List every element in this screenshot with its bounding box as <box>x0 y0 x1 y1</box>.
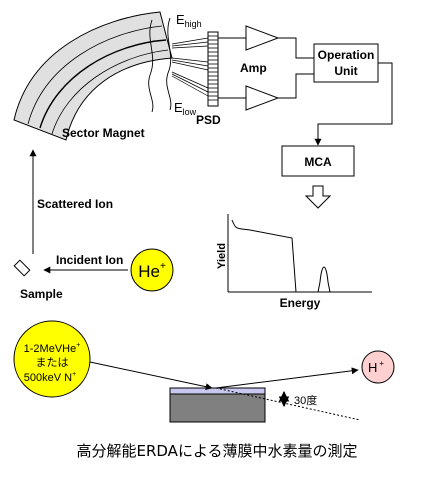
h-ion-circle <box>361 350 395 384</box>
beam-circle <box>13 320 91 398</box>
spectrum-plot: Yield Energy <box>216 214 372 310</box>
sector-magnet-body <box>13 11 173 141</box>
beam-break-lines <box>148 17 172 113</box>
sector-magnet-inner-arc-1 <box>27 25 163 125</box>
amplifiers <box>218 25 314 111</box>
amp-triangle-bottom <box>245 85 280 111</box>
thin-film <box>169 387 266 395</box>
sector-magnet-inner-arc-2 <box>39 39 167 129</box>
substrate <box>169 393 266 423</box>
amp-label: Amp <box>240 61 267 75</box>
beam-label-line3: 500keV N+ <box>24 371 76 384</box>
operation-to-mca-wire <box>314 62 393 146</box>
yield-axis-label: Yield <box>216 243 228 269</box>
beam-label-line2: または <box>36 356 69 369</box>
mca-box <box>281 145 355 177</box>
he-ion-label: He+ <box>138 261 166 281</box>
sector-magnet-inner-arc-3 <box>51 49 169 135</box>
sample-piece <box>13 259 31 277</box>
incident-beam-line <box>89 361 213 391</box>
psd-label: PSD <box>196 113 221 127</box>
psd-body <box>207 31 219 107</box>
h-ion-label: H+ <box>368 359 384 375</box>
e-high-label: Ehigh <box>176 12 202 29</box>
angle-label: 30度 <box>294 393 317 407</box>
mca-to-spectrum-arrow <box>304 185 332 209</box>
scattered-ion-label: Scattered Ion <box>37 197 113 211</box>
sample-label: Sample <box>20 287 63 301</box>
energy-axis-label: Energy <box>280 296 321 310</box>
scattered-ion-trajectories <box>171 37 209 97</box>
figure-caption: 高分解能ERDAによる薄膜中水素量の測定 <box>77 442 358 460</box>
incident-ion-label: Incident Ion <box>56 253 123 267</box>
sector-magnet-label: Sector Magnet <box>62 126 145 140</box>
psd-strips <box>208 35 218 101</box>
e-low-label: Elow <box>174 100 197 117</box>
beam-label-line1: 1-2MeVHe+ <box>24 342 81 355</box>
operation-unit-label-line2: Unit <box>334 64 357 78</box>
sector-magnet <box>13 11 173 141</box>
amp-triangle-top <box>245 25 280 51</box>
psd-detector <box>207 31 219 107</box>
he-ion-circle <box>130 248 174 292</box>
mca-label: MCA <box>304 155 332 169</box>
spectrum-curve <box>231 219 331 293</box>
operation-unit-label-line1: Operation <box>318 48 375 62</box>
recoil-h-beam-line <box>215 367 359 389</box>
